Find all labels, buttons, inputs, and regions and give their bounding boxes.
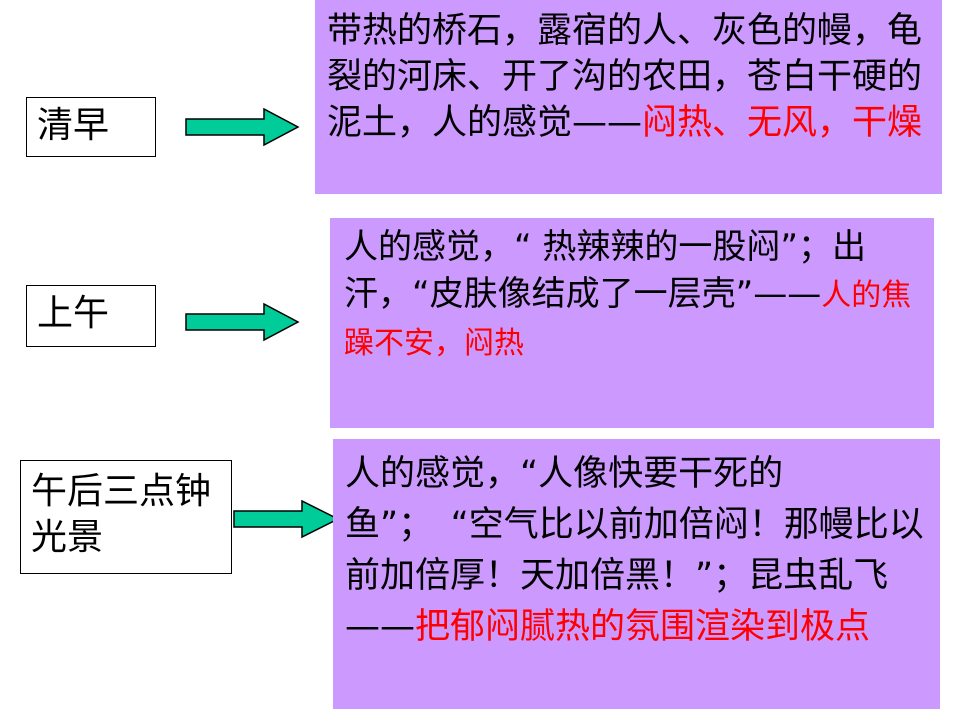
highlight-text: 把郁闷腻热的氛围渲染到极点: [415, 607, 871, 647]
label-morning-text: 清早: [37, 105, 110, 146]
description-text: 人的感觉，“ 热辣辣的一股闷”；出汗，“皮肤像结成了一层壳”——: [344, 227, 867, 314]
arrow-right-icon: [185, 107, 300, 147]
label-afternoon: 午后三点钟光景: [20, 460, 232, 574]
description-text: 人的感觉，“人像快要干死的鱼”； “空气比以前加倍闷！那幔比以前加倍厚！天加倍黑…: [345, 454, 924, 647]
highlight-text: 人的焦躁不安，闷热: [344, 278, 912, 361]
description-panel-afternoon: 人的感觉，“人像快要干死的鱼”； “空气比以前加倍闷！那幔比以前加倍厚！天加倍黑…: [333, 439, 940, 709]
label-afternoon-text: 午后三点钟光景: [31, 471, 212, 558]
highlight-text: 闷热、无风，干燥: [642, 103, 923, 143]
label-forenoon: 上午: [26, 285, 156, 347]
label-morning: 清早: [26, 97, 156, 157]
label-forenoon-text: 上午: [37, 293, 110, 334]
arrow-right-icon: [185, 302, 300, 342]
description-panel-forenoon: 人的感觉，“ 热辣辣的一股闷”；出汗，“皮肤像结成了一层壳”——人的焦躁不安，闷…: [330, 218, 934, 428]
description-panel-morning: 带热的桥石，露宿的人、灰色的幔，龟裂的河床、开了沟的农田，苍白干硬的泥土，人的感…: [315, 0, 942, 194]
description-text: 带热的桥石，露宿的人、灰色的幔，龟裂的河床、开了沟的农田，苍白干硬的泥土，人的感…: [327, 11, 923, 143]
arrow-right-icon: [233, 499, 340, 539]
